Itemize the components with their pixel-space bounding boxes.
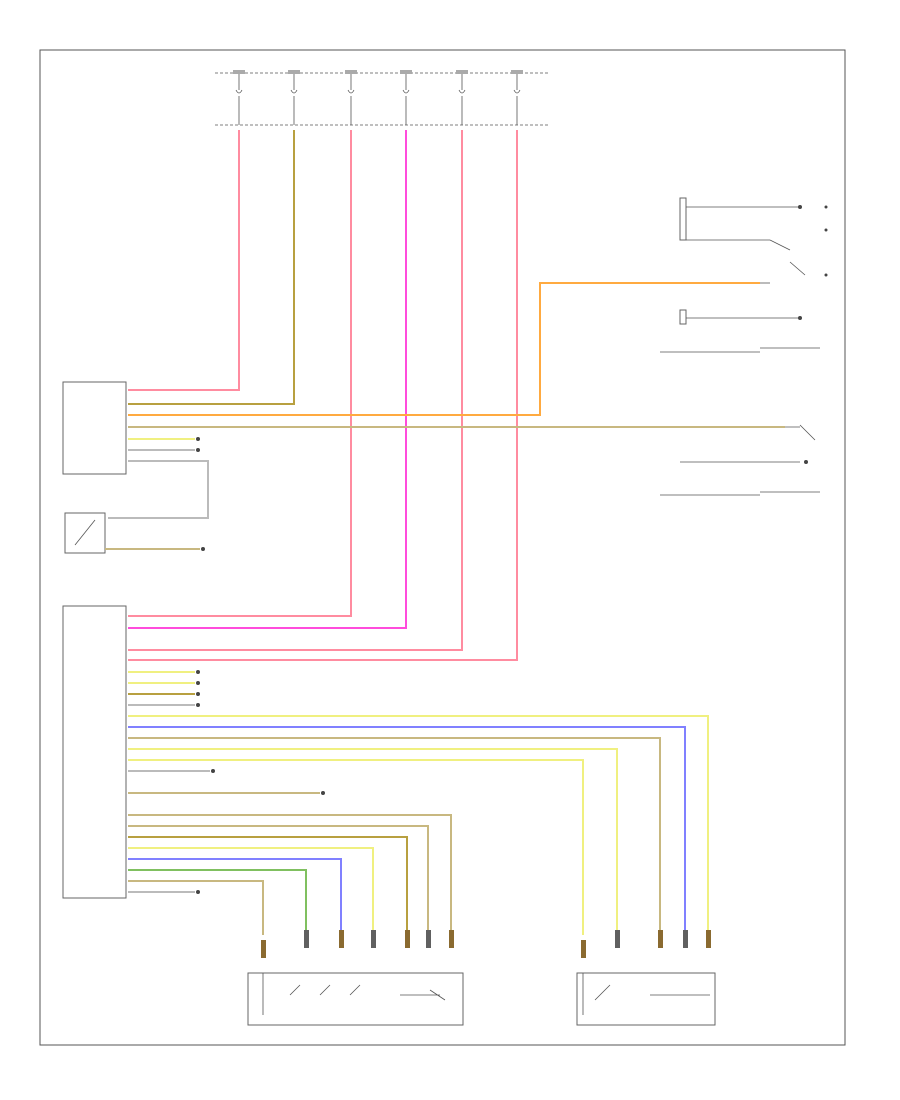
fuse-2 [288,70,300,125]
front-door-module-box [62,605,127,899]
wire-fuse4-magenta [128,130,407,629]
passenger-door-lock [576,972,716,1026]
sensor-switch [64,512,205,554]
fuse-4 [400,70,412,125]
wire-cas-gray2 [108,460,209,519]
wire-door-tan-3 [128,825,429,935]
wire-door-tan-1 [128,737,661,935]
wire-fuse3-pink [128,130,352,617]
wire-fuse1-pink [128,130,240,391]
connector-segments [261,930,711,958]
wire-fuse2-olive [128,130,295,405]
fuse-3 [345,70,357,125]
driver-door-lock [247,972,464,1026]
wire-door-yellow-4 [128,847,374,935]
wire-door-blue-2 [128,858,342,935]
fuse-block [215,70,550,126]
driver-door-lock-box [247,972,464,1026]
front-door-module [62,605,709,935]
wire-door-olive [128,836,408,935]
wire-door-tan-4 [128,880,264,935]
diagram-frame [39,49,846,1046]
wire-door-tan-2 [128,814,452,935]
wire-door-yellow-1 [128,715,709,935]
wire-door-yellow-3 [128,759,584,935]
fuse-5 [456,70,468,125]
cas-module [62,282,785,519]
wire-fuse5-pink [128,130,463,651]
fuse-wires [128,130,518,661]
wire-door-blue-1 [128,726,686,935]
right-switches [660,197,828,496]
fuse-6 [511,70,523,125]
wire-cas-orange [128,282,760,416]
wire-door-green [128,869,307,935]
wire-fuse6-pink [128,130,518,661]
cas-module-box [62,381,127,475]
wire-door-yellow-2 [128,748,618,935]
passenger-door-lock-box [576,972,716,1026]
fuse-1 [233,70,245,125]
